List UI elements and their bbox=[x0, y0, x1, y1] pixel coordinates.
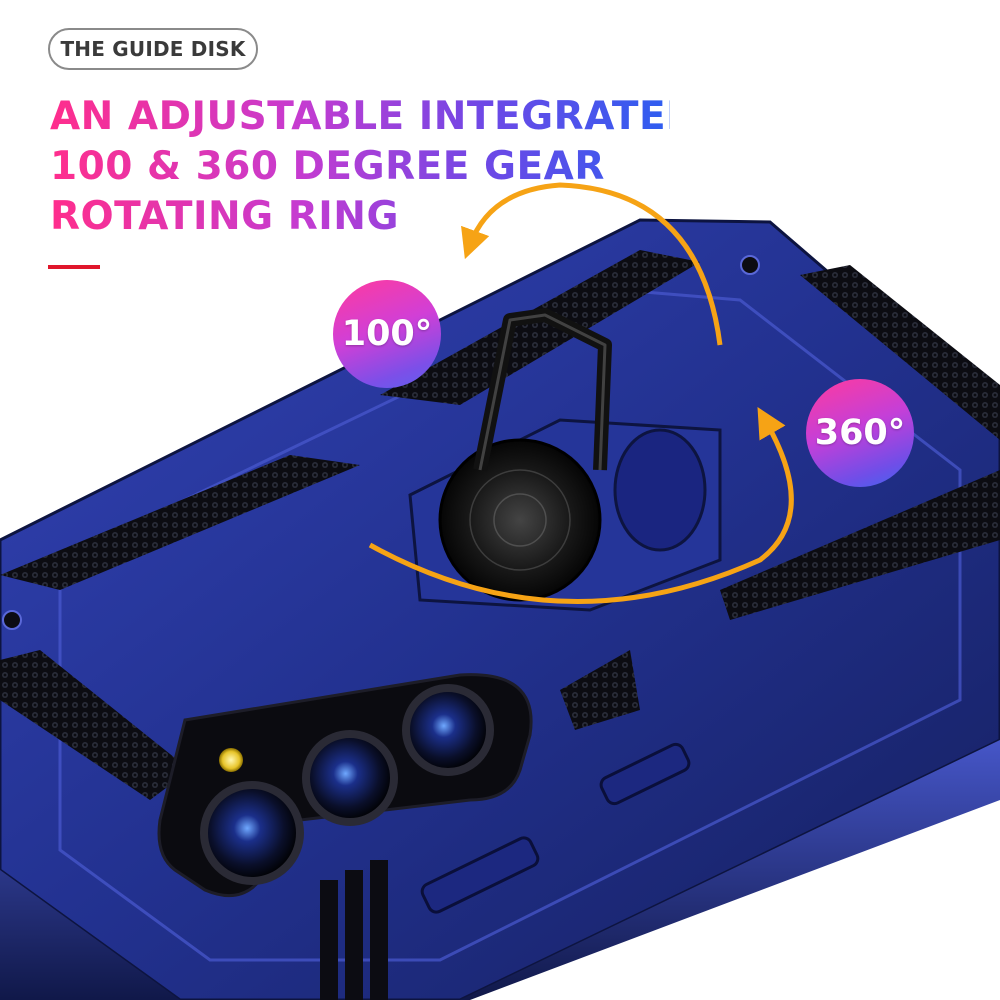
curved-arrow-360-icon bbox=[368, 407, 794, 604]
brand-pill: THE GUIDE DISK bbox=[48, 28, 258, 70]
accent-rule bbox=[48, 265, 100, 269]
side-button bbox=[420, 836, 540, 914]
headline-line-3: ROTATING RING bbox=[50, 192, 670, 242]
corner-screw-icon bbox=[2, 610, 22, 630]
camera-lens-icon bbox=[200, 781, 304, 885]
grip-strip-top bbox=[380, 250, 700, 405]
curved-arrow-100-icon bbox=[461, 182, 723, 346]
camera-lens-icon bbox=[302, 730, 398, 826]
flash-icon bbox=[219, 748, 243, 772]
headline-line-1: AN ADJUSTABLE INTEGRATED bbox=[50, 92, 699, 142]
grip-strip-left-bottom bbox=[0, 650, 190, 800]
headline: AN ADJUSTABLE INTEGRATED 100 & 360 DEGRE… bbox=[50, 92, 699, 242]
angle-badge-100: 100° bbox=[333, 280, 441, 388]
bumper-ridges bbox=[320, 860, 388, 1000]
corner-screw-icon bbox=[740, 255, 760, 275]
camera-lens-icon bbox=[402, 684, 494, 776]
angle-badge-360: 360° bbox=[806, 379, 914, 487]
grip-strip-left bbox=[0, 455, 360, 590]
case-edge bbox=[0, 740, 1000, 1000]
grip-strip-right-top bbox=[800, 265, 1000, 440]
ring-slot bbox=[613, 428, 707, 552]
side-button bbox=[599, 742, 691, 806]
ring-holder-icon bbox=[438, 438, 602, 602]
headline-line-2: 100 & 360 DEGREE GEAR bbox=[50, 142, 670, 192]
case-inner-panel bbox=[58, 288, 962, 962]
grip-strip-center bbox=[560, 650, 640, 730]
grip-strip-right bbox=[720, 470, 1000, 620]
